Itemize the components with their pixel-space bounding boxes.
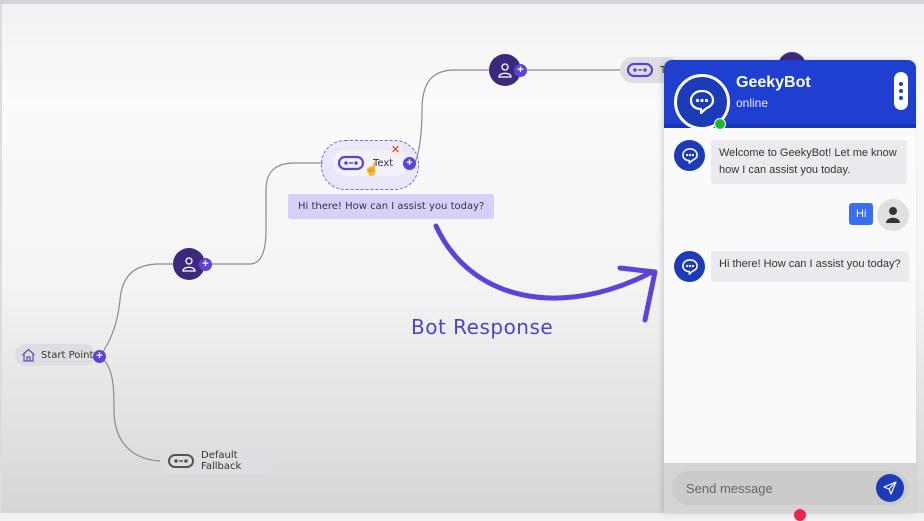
- add-node-button[interactable]: +: [93, 350, 106, 363]
- add-node-button[interactable]: +: [199, 258, 212, 271]
- notification-dot: [794, 509, 806, 521]
- bot-avatar: [674, 140, 705, 171]
- online-indicator: [714, 118, 726, 130]
- bot-avatar: [674, 251, 705, 282]
- canvas-edge: [0, 4, 2, 513]
- bot-name: GeekyBot: [736, 74, 811, 91]
- delete-node-button[interactable]: ✕: [389, 144, 402, 157]
- bot-status: online: [736, 96, 769, 110]
- message-text: Welcome to GeekyBot! Let me know how I c…: [711, 140, 907, 184]
- default-fallback-node[interactable]: Default Fallback: [160, 448, 274, 474]
- edge-start-to-user1: [99, 263, 175, 357]
- send-icon: [883, 481, 897, 495]
- user-icon: [182, 257, 196, 272]
- message-composer: [664, 463, 916, 513]
- annotation-arrowhead: [617, 265, 658, 323]
- bot-icon: [167, 452, 195, 470]
- chat-widget: GeekyBot online Welcome to GeekyBot! Let…: [664, 60, 916, 513]
- edge-user1-to-text: [212, 162, 323, 265]
- start-point-node[interactable]: Start Point: [15, 344, 95, 366]
- text-node-response: Hi there! How can I assist you today?: [288, 194, 495, 219]
- home-icon: [21, 348, 36, 362]
- cursor-hand-icon: ☝: [364, 162, 379, 176]
- partial-node-label: T: [660, 65, 666, 76]
- message-input[interactable]: [684, 479, 876, 497]
- text-node-label: Text: [373, 157, 394, 169]
- chat-message-bot: Welcome to GeekyBot! Let me know how I c…: [674, 140, 907, 184]
- bot-response-annotation: Bot Response: [411, 315, 554, 339]
- user-icon: [498, 63, 512, 78]
- annotation-arrow: [433, 223, 655, 301]
- edge-start-to-fallback: [103, 359, 163, 462]
- user-icon: [886, 207, 900, 223]
- start-point-label: Start Point: [41, 349, 94, 361]
- more-options-button[interactable]: [894, 72, 908, 110]
- composer-field: [672, 471, 908, 505]
- chat-bubble-icon: [681, 258, 698, 275]
- chat-message-bot: Hi there! How can I assist you today?: [674, 251, 909, 282]
- add-node-button[interactable]: +: [403, 157, 416, 170]
- user-avatar: [877, 199, 909, 231]
- add-node-button[interactable]: +: [514, 64, 527, 77]
- top-bar: [0, 0, 924, 4]
- send-button[interactable]: [876, 474, 904, 502]
- chat-bubble-icon: [689, 89, 715, 115]
- edge-text-to-user2: [414, 69, 490, 164]
- chat-message-user: Hi: [849, 203, 874, 225]
- chat-bubble-icon: [681, 147, 698, 164]
- bot-icon: [626, 61, 654, 79]
- default-fallback-label: Default Fallback: [201, 450, 242, 472]
- message-text: Hi there! How can I assist you today?: [711, 251, 909, 282]
- bot-icon: [337, 154, 365, 172]
